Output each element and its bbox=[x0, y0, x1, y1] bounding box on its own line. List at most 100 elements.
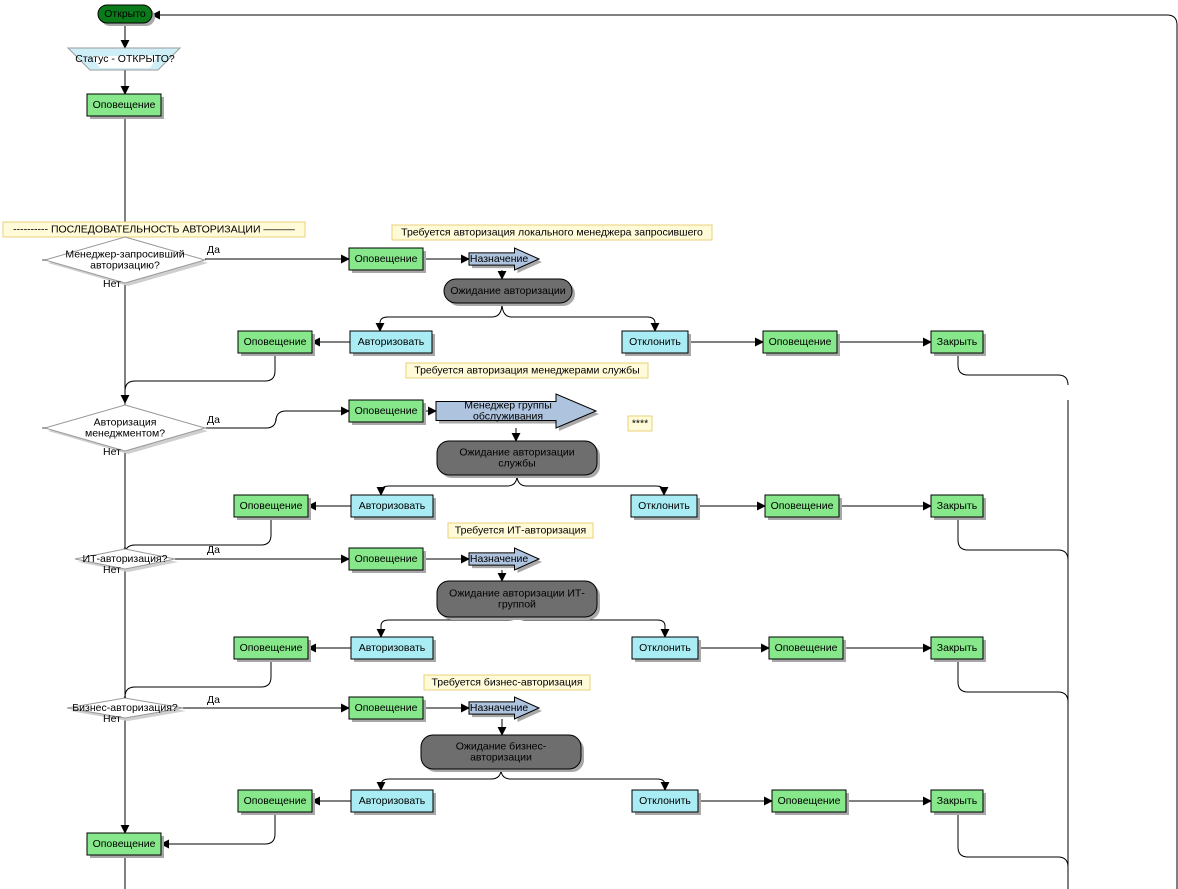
first-notification: Оповещение bbox=[86, 93, 164, 119]
block-3-requirement-note-label: Требуется ИТ-авторизация bbox=[455, 525, 586, 537]
block-3-yes-label: Да bbox=[207, 544, 220, 556]
status-check-decision: Статус - ОТКРЫТО? bbox=[66, 47, 182, 71]
block-4-notify-yes: Оповещение bbox=[348, 696, 426, 722]
block-1-no-label: Нет bbox=[103, 278, 121, 290]
final-notification: Оповещение bbox=[86, 832, 164, 858]
block-3-notify-yes: Оповещение bbox=[348, 547, 426, 573]
block-3-close: Закрыть bbox=[930, 636, 986, 662]
block-2-reject-notify-label: Оповещение bbox=[771, 500, 834, 512]
block-4-reject-label: Отклонить bbox=[639, 795, 691, 807]
block-4-close: Закрыть bbox=[930, 789, 986, 815]
block-2-connector-to-reject bbox=[516, 474, 669, 496]
block-4-reject: Отклонить bbox=[631, 789, 701, 815]
block-2-close-label: Закрыть bbox=[937, 500, 978, 512]
block-2-decision-label-line-2: менеджментом? bbox=[85, 428, 165, 440]
block-1-decision-label-line-2: авторизацию? bbox=[90, 260, 160, 272]
block-1-connector-to-authorize bbox=[375, 302, 503, 332]
block-4-connector-to-final bbox=[160, 812, 276, 849]
first-notification-label: Оповещение bbox=[93, 99, 156, 111]
block-1-requirement-note: Требуется авторизация локального менедже… bbox=[391, 224, 713, 241]
block-1-waiting-label: Ожидание авторизации bbox=[450, 285, 565, 297]
block-4-yes-label: Да bbox=[207, 694, 220, 706]
block-1-notify-yes: Оповещение bbox=[348, 247, 426, 273]
block-1-authorize-notify-label: Оповещение bbox=[244, 336, 307, 348]
block-4-connector-to-authorize bbox=[376, 768, 502, 791]
block-3-authorize-label: Авторизовать bbox=[359, 642, 426, 654]
block-3-reject: Отклонить bbox=[631, 636, 701, 662]
block-3-authorize-notify-label: Оповещение bbox=[240, 642, 303, 654]
block-3-connector-close-to-collector bbox=[957, 659, 1069, 703]
block-2-connector-yes bbox=[205, 406, 350, 429]
block-1-reject: Отклонить bbox=[621, 330, 691, 356]
block-3-connector-to-next bbox=[120, 659, 272, 705]
block-3-waiting-label-line-1: Ожидание авторизации ИТ- bbox=[449, 588, 585, 600]
small-note: **** bbox=[627, 415, 653, 432]
status-check-label: Статус - ОТКРЫТО? bbox=[75, 53, 175, 65]
block-4-waiting-label-line-2: авторизации bbox=[470, 752, 532, 764]
block-3-notify-yes-label: Оповещение bbox=[355, 553, 418, 565]
block-2-connector-to-authorize bbox=[376, 474, 518, 496]
block-1-reject-notify-label: Оповещение bbox=[769, 336, 832, 348]
block-1-reject-notify: Оповещение bbox=[762, 330, 840, 356]
block-2-connector-close-to-collector bbox=[957, 517, 1069, 561]
block-4-connector-close-to-collector bbox=[957, 812, 1069, 868]
loop-back-line bbox=[151, 10, 1178, 889]
block-4-authorize-label: Авторизовать bbox=[359, 795, 426, 807]
block-1-authorize-label: Авторизовать bbox=[358, 336, 425, 348]
block-2-authorize-notify-label: Оповещение bbox=[240, 500, 303, 512]
block-1-requirement-note-label: Требуется авторизация локального менедже… bbox=[401, 227, 703, 239]
block-1-decision-label-line-1: Менеджер-запросивший bbox=[65, 249, 184, 261]
block-2-requirement-note-label: Требуется авторизация менеджерами службы bbox=[414, 365, 639, 377]
block-2-notify-yes: Оповещение bbox=[348, 399, 426, 425]
block-1-connector-to-next bbox=[120, 353, 276, 404]
block-3-requirement-note: Требуется ИТ-авторизация bbox=[447, 522, 594, 539]
block-4-waiting: Ожидание бизнес-авторизации bbox=[420, 734, 584, 772]
block-2-assign-label-line-1: Менеджер группы bbox=[464, 400, 552, 412]
block-2-yes-label: Да bbox=[207, 414, 220, 426]
block-4-connector-to-reject bbox=[500, 768, 670, 791]
block-2-notify-yes-label: Оповещение bbox=[355, 405, 418, 417]
block-3-waiting-label-line-2: группой bbox=[498, 599, 536, 611]
block-3-reject-notify: Оповещение bbox=[768, 636, 846, 662]
block-4-decision-label: Бизнес-авторизация? bbox=[72, 702, 178, 714]
block-2-authorize: Авторизовать bbox=[350, 494, 436, 520]
block-3-decision: ИТ-авторизация? bbox=[74, 548, 178, 572]
block-3-no-label: Нет bbox=[103, 564, 121, 576]
block-2-reject-notify: Оповещение bbox=[764, 494, 842, 520]
block-1-assign-label: Назначение bbox=[470, 253, 529, 265]
block-4-notify-yes-label: Оповещение bbox=[355, 702, 418, 714]
block-2-waiting-label-line-2: службы bbox=[498, 458, 535, 470]
block-1-authorize: Авторизовать bbox=[349, 330, 435, 356]
block-1-connector-to-reject bbox=[501, 302, 660, 332]
block-2-assign-label-line-2: обслуживания bbox=[473, 411, 543, 423]
block-1-authorize-notify: Оповещение bbox=[237, 330, 315, 356]
block-1-notify-yes-label: Оповещение bbox=[355, 253, 418, 265]
block-4-authorize-notify-label: Оповещение bbox=[244, 795, 307, 807]
block-1-reject-label: Отклонить bbox=[629, 336, 681, 348]
block-4-close-label: Закрыть bbox=[937, 795, 978, 807]
block-1-waiting: Ожидание авторизации bbox=[443, 278, 575, 306]
block-4-requirement-note: Требуется бизнес-авторизация bbox=[423, 674, 591, 691]
block-4-assign-label: Назначение bbox=[470, 702, 529, 714]
block-3-close-label: Закрыть bbox=[937, 642, 978, 654]
block-1-close-label: Закрыть bbox=[937, 336, 978, 348]
block-2-requirement-note: Требуется авторизация менеджерами службы bbox=[405, 362, 649, 379]
block-2-decision-label-line-1: Авторизация bbox=[94, 417, 157, 429]
block-2-authorize-label: Авторизовать bbox=[359, 500, 426, 512]
small-note-label: **** bbox=[632, 418, 648, 430]
block-3-reject-label: Отклонить bbox=[639, 642, 691, 654]
start-node: Открыто bbox=[97, 4, 155, 26]
block-4-authorize-notify: Оповещение bbox=[237, 789, 315, 815]
block-4-requirement-note-label: Требуется бизнес-авторизация bbox=[431, 677, 582, 689]
block-3-authorize: Авторизовать bbox=[350, 636, 436, 662]
block-3-waiting: Ожидание авторизации ИТ-группой bbox=[436, 580, 600, 620]
block-2-authorize-notify: Оповещение bbox=[233, 494, 311, 520]
block-2-no-label: Нет bbox=[103, 446, 121, 458]
block-3-decision-label: ИТ-авторизация? bbox=[83, 553, 168, 565]
block-4-decision: Бизнес-авторизация? bbox=[66, 697, 186, 721]
authorization-sequence-note: ---------- ПОСЛЕДОВАТЕЛЬНОСТЬ АВТОРИЗАЦИ… bbox=[2, 221, 306, 238]
